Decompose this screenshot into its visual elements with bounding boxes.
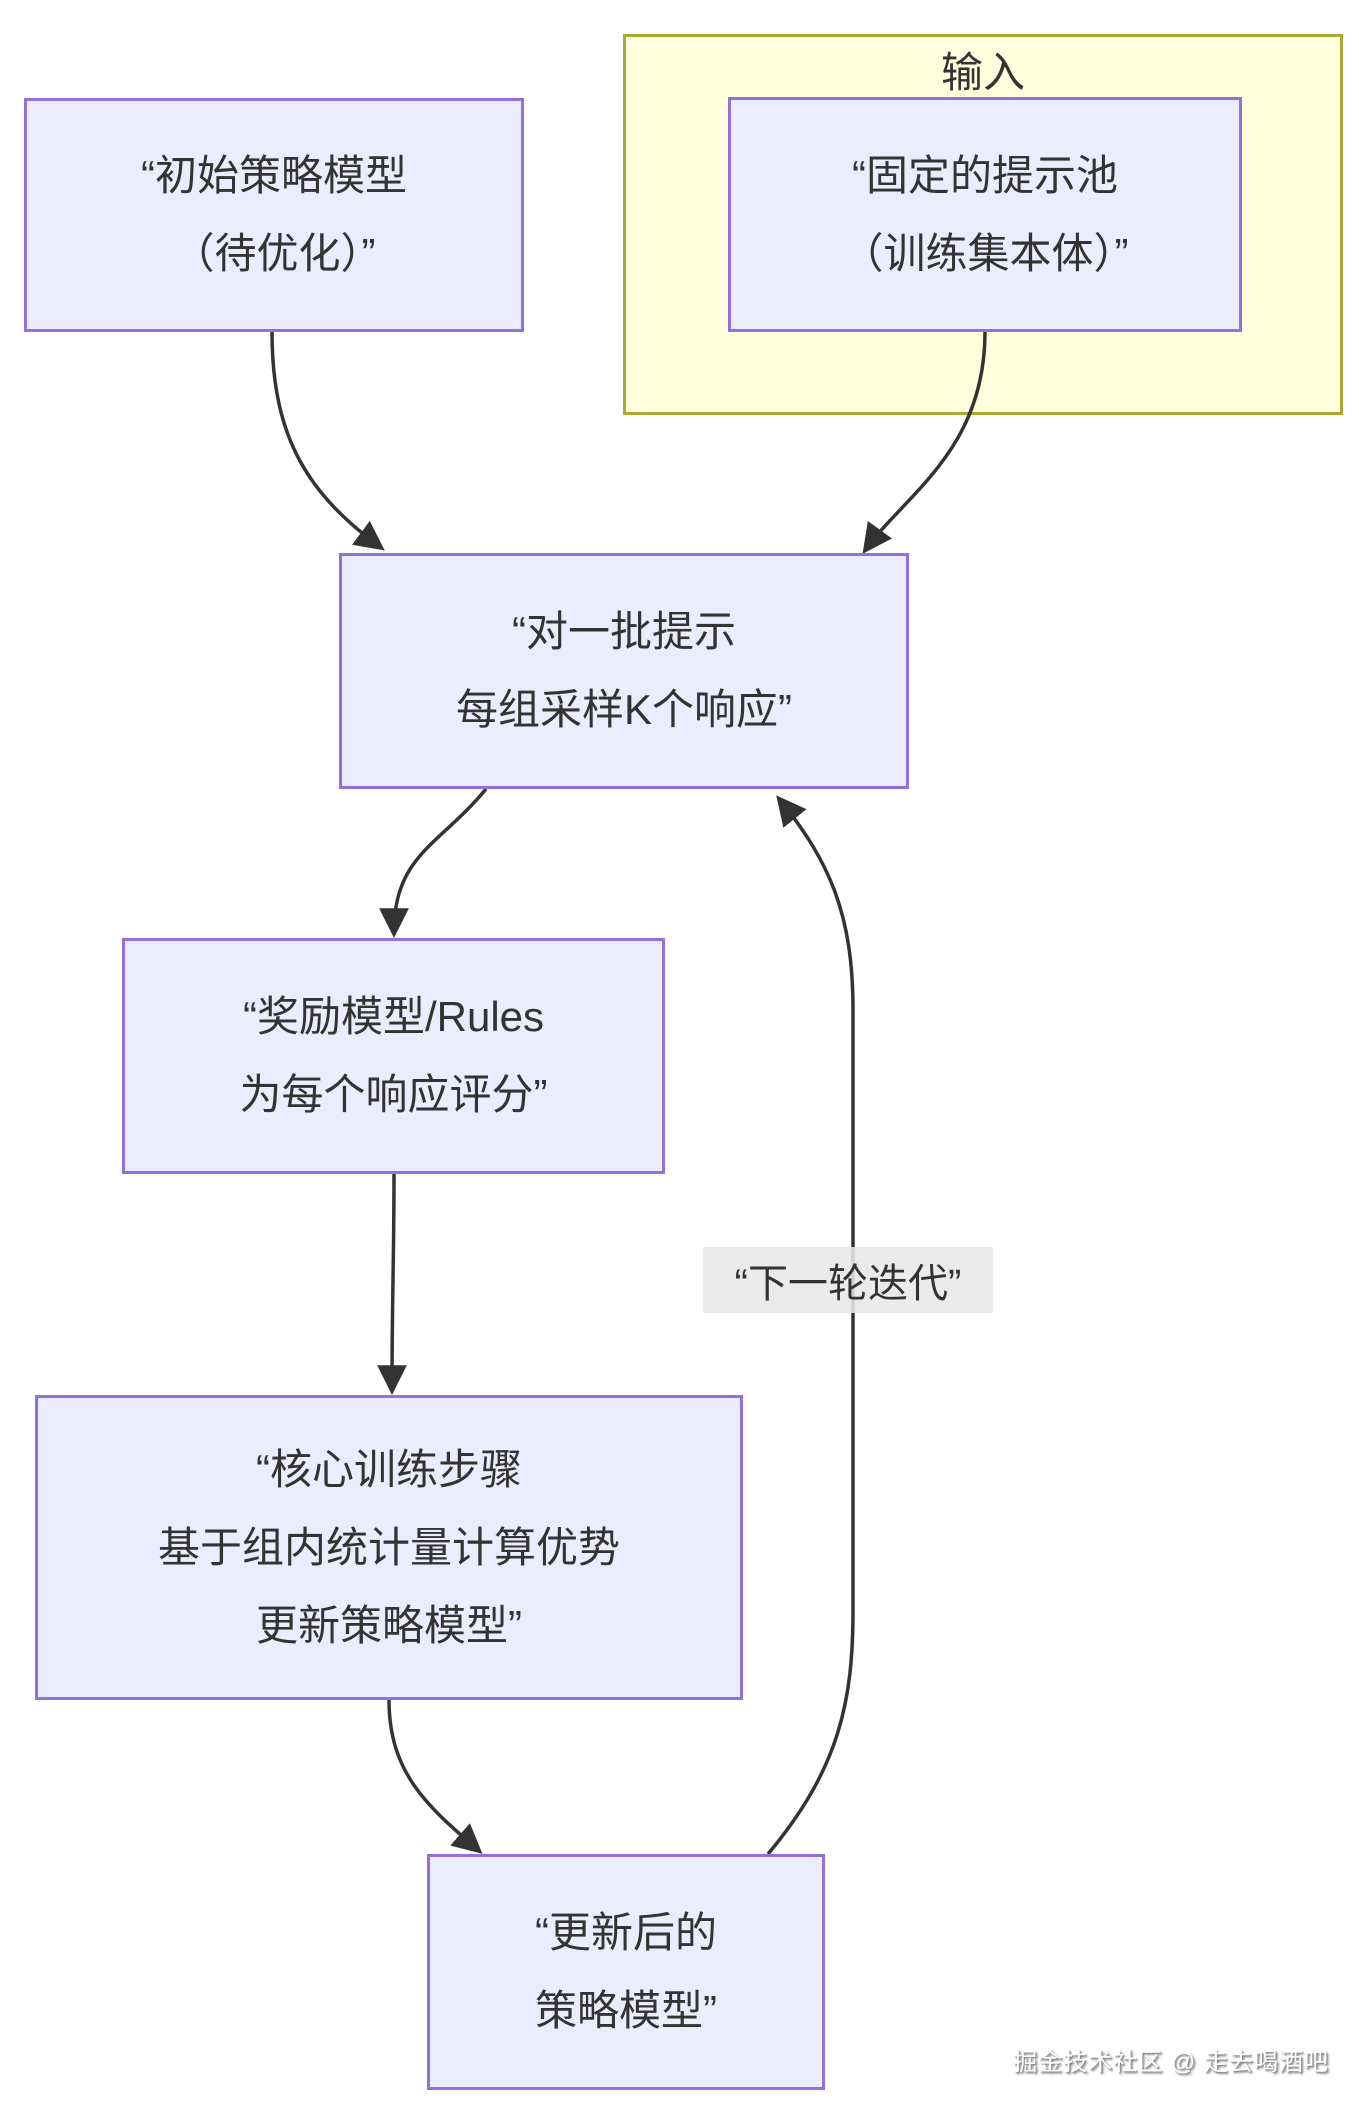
edge-updated-policy-to-sample-loop — [766, 795, 855, 1856]
node-initial-policy: “初始策略模型 （待优化）” — [24, 98, 524, 332]
node-core-training: “核心训练步骤 基于组内统计量计算优势 更新策略模型” — [35, 1395, 743, 1700]
node-line: “初始策略模型 — [141, 152, 407, 199]
node-line: 每组采样K个响应” — [455, 686, 792, 733]
node-line: 为每个响应评分” — [239, 1071, 548, 1118]
node-line: 更新策略模型” — [256, 1601, 522, 1649]
edge-initial-policy-to-sample — [270, 331, 385, 551]
node-line: “核心训练步骤 — [256, 1445, 522, 1493]
node-reward-scoring: “奖励模型/Rules 为每个响应评分” — [122, 938, 665, 1174]
subgraph-input-title: 输入 — [940, 49, 1025, 96]
node-line: （待优化）” — [172, 230, 376, 277]
node-updated-policy: “更新后的 策略模型” — [427, 1854, 825, 2090]
node-sample-responses: “对一批提示 每组采样K个响应” — [339, 553, 909, 789]
node-prompt-pool: “固定的提示池 （训练集本体）” — [728, 97, 1242, 332]
edge-core-training-to-updated-policy — [387, 1699, 483, 1854]
node-line: 策略模型” — [535, 1987, 717, 2034]
watermark: 掘金技术社区 @ 走去喝酒吧 — [1013, 2049, 1329, 2076]
edge-prompt-pool-to-sample — [862, 331, 987, 554]
node-line: “固定的提示池 — [852, 151, 1118, 199]
node-line: （训练集本体）” — [841, 229, 1129, 277]
node-line: “对一批提示 — [512, 608, 736, 655]
edge-sample-to-reward — [379, 787, 488, 938]
node-line: “更新后的 — [535, 1909, 717, 1956]
edge-reward-to-core-training — [377, 1173, 407, 1395]
edge-label-next-iteration: “下一轮迭代” — [703, 1247, 993, 1313]
node-line: “奖励模型/Rules — [242, 993, 545, 1040]
node-line: 基于组内统计量计算优势 — [157, 1523, 620, 1571]
